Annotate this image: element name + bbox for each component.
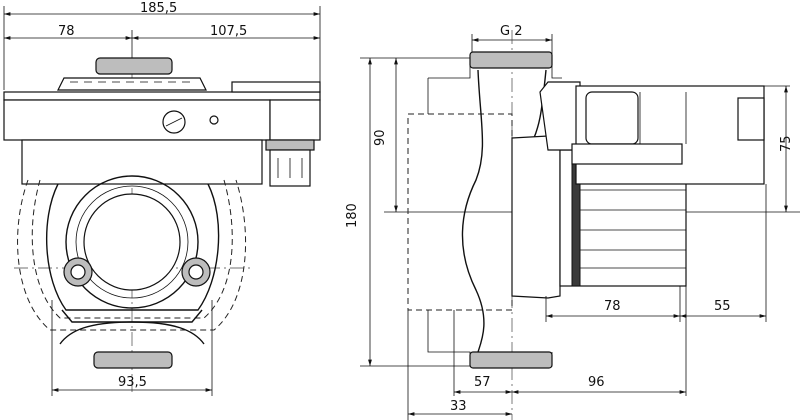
terminal-box-neck <box>539 81 581 151</box>
top-flange <box>95 57 173 75</box>
knob-indicator <box>165 117 183 127</box>
dim-label-55: 55 <box>714 299 731 314</box>
bottom-flange <box>93 351 173 369</box>
pump-body-hidden-inner <box>31 179 233 319</box>
terminal-strip <box>571 143 683 165</box>
gland-marks <box>277 158 303 178</box>
mount-hole-left <box>70 264 86 280</box>
led-icon <box>209 115 219 125</box>
side-top-flange <box>469 51 553 69</box>
control-box-top <box>3 91 321 101</box>
volute-ring-inner <box>75 185 189 299</box>
volute-ring <box>65 175 199 309</box>
mount-hole-right <box>188 264 204 280</box>
cable-gland-top <box>265 139 315 151</box>
dim-label-75: 75 <box>779 135 794 152</box>
pump-body-hidden-outer <box>17 179 247 331</box>
dim-label-bottom: 93,5 <box>118 375 147 390</box>
motor-flange <box>511 135 561 299</box>
dim-label-g2: G 2 <box>500 24 522 39</box>
front-view: 185,5 78 107,5 <box>3 1 321 396</box>
impeller-port <box>83 193 181 291</box>
volute-outline <box>45 183 220 311</box>
terminal-dividers <box>639 92 687 144</box>
side-bottom-flange <box>469 351 553 369</box>
housing-curve-left <box>461 69 485 353</box>
dim-label-left: 78 <box>58 24 75 39</box>
dim-label-57: 57 <box>474 375 491 390</box>
dim-label-right: 107,5 <box>210 24 247 39</box>
dim-label-180: 180 <box>345 203 360 228</box>
dim-label-33: 33 <box>450 399 467 414</box>
box-lid <box>231 81 321 93</box>
terminal-window-right <box>737 97 765 141</box>
dim-label-total: 185,5 <box>140 1 177 16</box>
dim-label-96: 96 <box>588 375 605 390</box>
dim-label-78: 78 <box>604 299 621 314</box>
side-view: G 2 180 90 <box>345 24 800 420</box>
dim-label-90: 90 <box>373 129 388 146</box>
control-box-right <box>269 99 321 141</box>
lower-flange-curve <box>59 321 205 345</box>
terminal-window-left <box>585 91 639 145</box>
control-box <box>3 99 271 141</box>
cooling-fins <box>57 77 207 91</box>
